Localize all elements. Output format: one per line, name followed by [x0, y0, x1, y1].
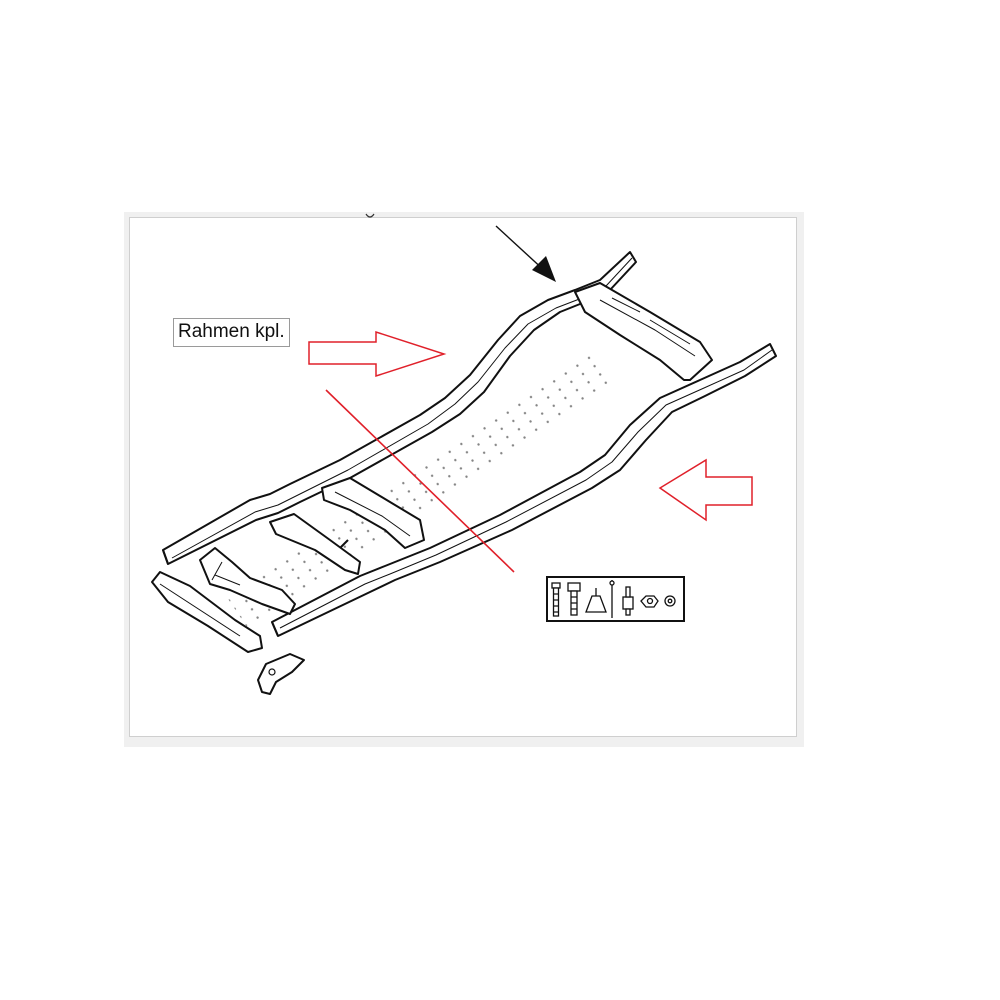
hex-nut-icon: [640, 595, 659, 608]
cut-text-fragment: [365, 213, 375, 218]
front-bumper-bar: [151, 571, 263, 653]
center-crossmember-a: [321, 477, 425, 549]
pointer-arrow: [495, 225, 556, 282]
red-leader-line: [325, 389, 515, 573]
front-bracket: [257, 653, 305, 695]
part-label: Rahmen kpl.: [173, 318, 290, 347]
red-arrow-left-rail: [308, 330, 447, 378]
front-crossmember: [199, 547, 296, 615]
rear-crossmember: [574, 282, 713, 381]
bolt-icon: [551, 582, 561, 617]
flange-bolt-icon: [567, 582, 581, 616]
stud-nut-icon: [622, 586, 634, 616]
right-frame-rail: [271, 343, 777, 637]
center-crossmember-b: [269, 513, 361, 575]
rivet-icon: [609, 580, 615, 618]
grommet-icon: [585, 588, 607, 613]
red-arrow-right-rail: [658, 458, 753, 522]
washer-icon: [664, 595, 676, 607]
hardware-kit-box: [546, 576, 685, 622]
